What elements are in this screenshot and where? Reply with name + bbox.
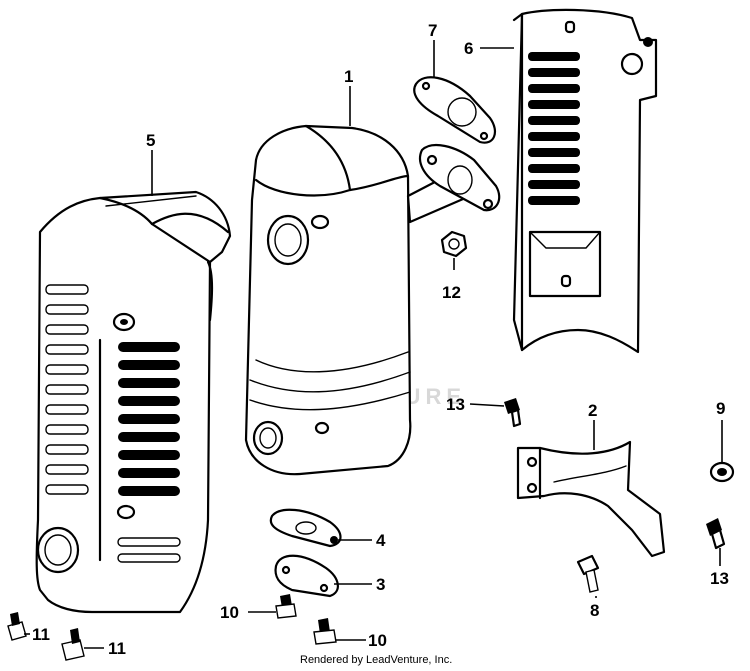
part-11-bolt-right (61, 628, 85, 661)
callout-3: 3 (376, 575, 385, 594)
callout-9: 9 (716, 399, 725, 418)
callout-8: 8 (590, 601, 599, 620)
callout-6: 6 (464, 39, 473, 58)
callout-1: 1 (344, 67, 353, 86)
part-7-gasket (413, 76, 497, 144)
part-5-muffler-protector-front (35, 190, 232, 614)
part-10-bolt-upper (275, 594, 297, 619)
part-3-plate (274, 554, 339, 598)
part-2-stay (516, 440, 666, 558)
callout-10-lower: 10 (368, 631, 387, 650)
callout-2: 2 (588, 401, 597, 420)
part-12-nut (440, 230, 468, 258)
callout-11-left: 11 (32, 625, 50, 644)
part-10-bolt-lower (313, 618, 337, 645)
render-credit: Rendered by LeadVenture, Inc. (300, 654, 453, 666)
part-13-bolt-upper (504, 398, 522, 428)
leader-lines (24, 40, 723, 649)
callout-13-upper: 13 (446, 395, 465, 414)
part-4-gasket (269, 508, 342, 548)
part-13-bolt-right (706, 518, 726, 550)
callout-5: 5 (146, 131, 155, 150)
callout-10-upper: 10 (220, 603, 239, 622)
callout-13-right: 13 (710, 569, 729, 588)
callout-4: 4 (376, 531, 386, 550)
part-1-muffler (244, 124, 501, 476)
part-8-bolt (576, 554, 600, 593)
part-9-washer (709, 461, 735, 483)
part-6-muffler-protector-rear (512, 8, 658, 354)
part-11-bolt-left (7, 612, 27, 641)
callout-12: 12 (442, 283, 461, 302)
callouts: 1 2 3 4 5 6 7 8 9 10 10 11 11 12 13 13 (32, 21, 729, 658)
callout-11-right: 11 (108, 639, 126, 658)
callout-7: 7 (428, 21, 437, 40)
